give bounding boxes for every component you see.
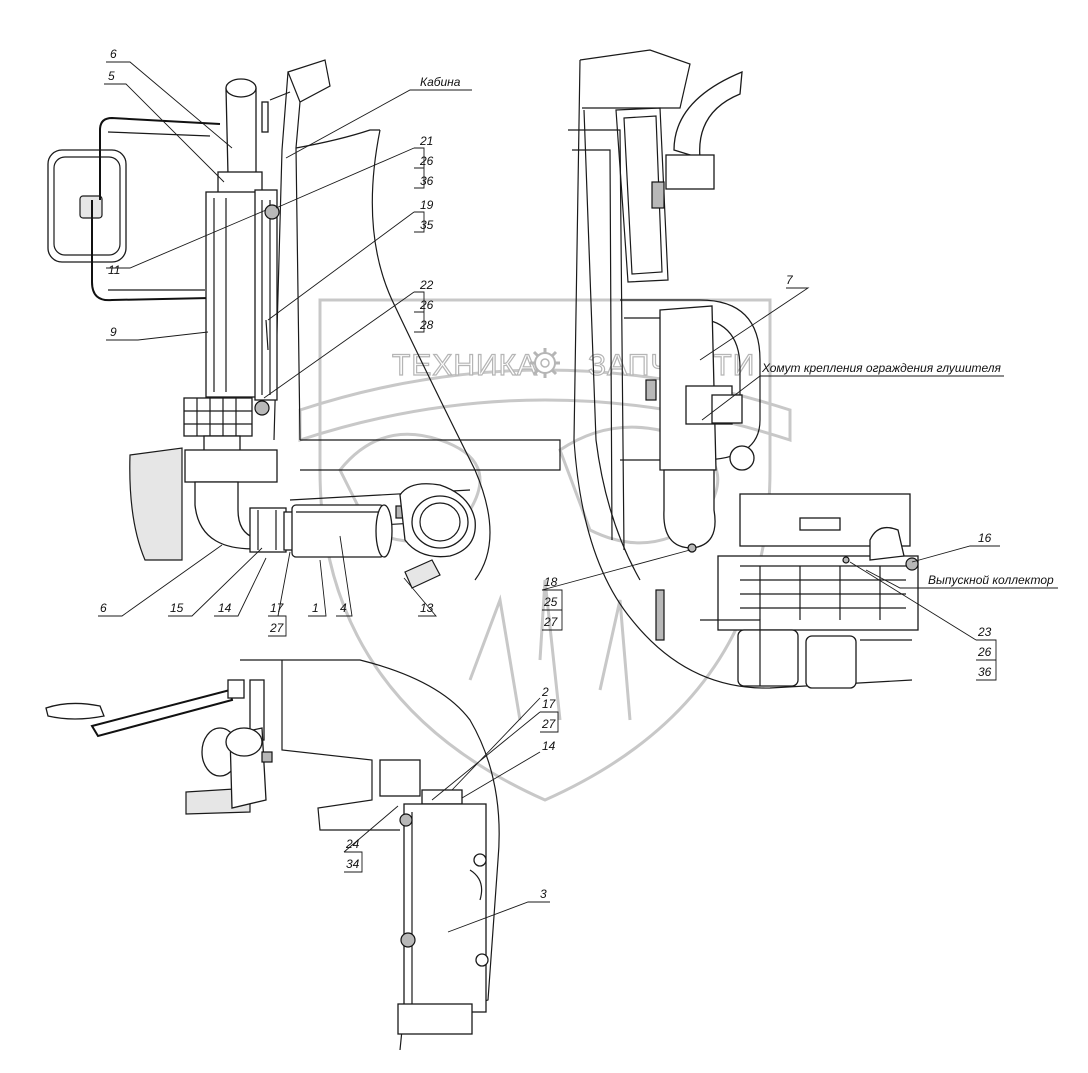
callout-16: 16: [978, 531, 992, 545]
callout-14-lower: 14: [542, 739, 556, 753]
callout-24-34: 34: [346, 857, 360, 871]
callout-6-top: 6: [110, 47, 117, 61]
engine-block: [655, 493, 919, 689]
callout-23-26: 26: [977, 645, 992, 659]
callout-18-27: 27: [543, 615, 559, 629]
spark-arrester: [183, 397, 253, 453]
right-view: [568, 49, 919, 689]
callout-17-27-lower: 27: [541, 717, 557, 731]
callout-15: 15: [170, 601, 184, 615]
callout-21: 21: [419, 134, 433, 148]
callout-22-28: 28: [419, 318, 434, 332]
callout-6-bottom: 6: [100, 601, 107, 615]
callout-11: 11: [108, 263, 120, 277]
air-cleaner: [399, 483, 476, 589]
caption-exhaust-manifold: Выпускной коллектор: [928, 573, 1054, 587]
captions: Кабина Хомут крепления ограждения глушит…: [420, 75, 1054, 587]
left-view: [47, 59, 561, 589]
watermark-word-left: ТЕХНИКА: [392, 349, 538, 382]
callout-23: 23: [977, 625, 992, 639]
callout-22-26: 26: [419, 298, 434, 312]
lower-muffler: [379, 759, 489, 1035]
gear-icon: [530, 348, 560, 378]
side-mirror: [47, 116, 221, 302]
callouts: 6 5 11 9 21 26 36 19 35 22 26 28 6 15 14…: [100, 47, 992, 901]
callout-4: 4: [340, 601, 347, 615]
callout-2: 2: [541, 685, 549, 699]
caption-muffler-guard-clamp: Хомут крепления ограждения глушителя: [761, 361, 1002, 375]
exhaust-elbow: [129, 447, 411, 561]
access-step: [45, 679, 265, 741]
callout-17-left: 17: [270, 601, 285, 615]
caption-cabin: Кабина: [420, 75, 461, 89]
callout-17-27-left: 27: [269, 621, 285, 635]
lower-frame-inner: [281, 660, 400, 831]
callout-7: 7: [786, 273, 794, 287]
callout-22: 22: [419, 278, 434, 292]
callout-14-left: 14: [218, 601, 232, 615]
callout-21-26: 26: [419, 154, 434, 168]
callout-9: 9: [110, 325, 117, 339]
leader-lines: [98, 61, 1058, 933]
callout-13: 13: [420, 601, 434, 615]
lower-filter: [201, 727, 273, 809]
callout-5: 5: [108, 69, 115, 83]
lower-frame-outline: [240, 659, 500, 1051]
callout-19: 19: [420, 198, 434, 212]
callout-21-36: 36: [420, 174, 434, 188]
vertical-muffler: [205, 78, 280, 416]
callout-1: 1: [312, 601, 319, 615]
callout-23-36: 36: [978, 665, 992, 679]
callout-18: 18: [544, 575, 558, 589]
callout-17-lower: 17: [542, 697, 557, 711]
callout-19-35: 35: [420, 218, 434, 232]
right-muffler: [645, 70, 755, 553]
callout-24: 24: [345, 837, 360, 851]
callout-18-25: 25: [543, 595, 558, 609]
lower-view: [45, 659, 500, 1051]
callout-3: 3: [540, 887, 547, 901]
